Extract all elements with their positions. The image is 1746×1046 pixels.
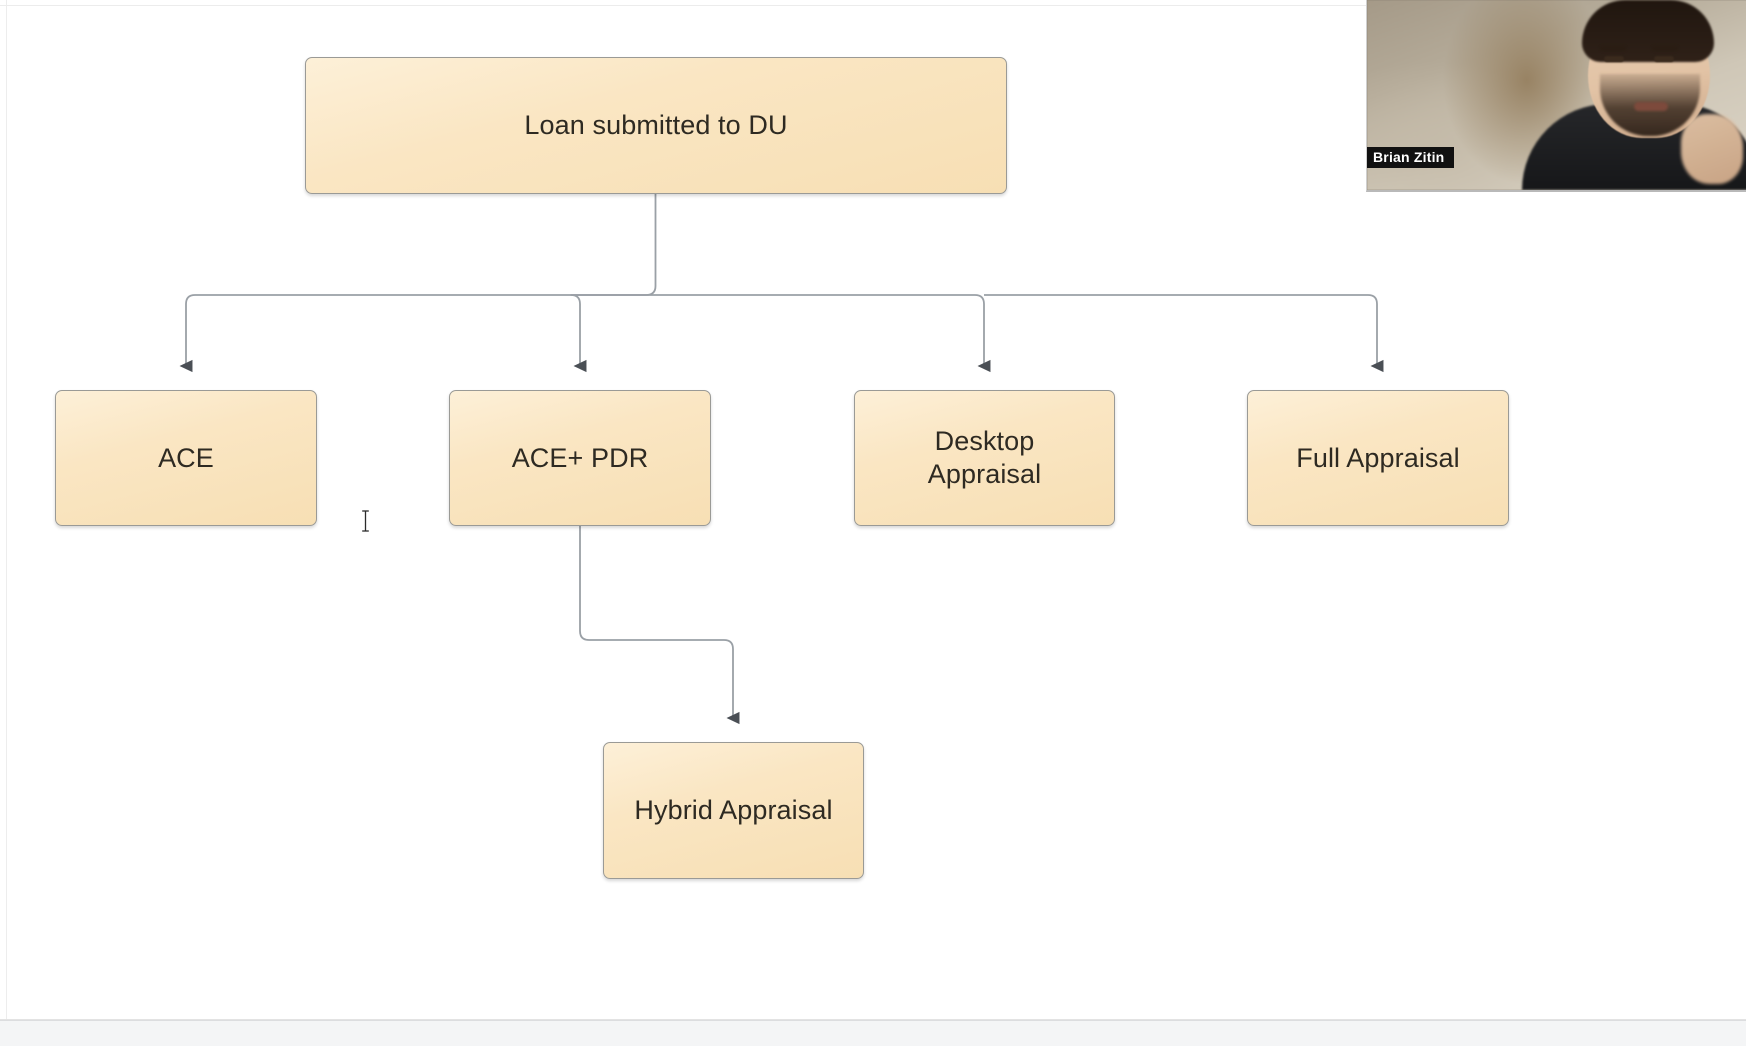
flow-node-ace[interactable]: ACE [55, 390, 317, 526]
video-participant-name: Brian Zitin [1367, 146, 1455, 168]
flow-node-label: Hybrid Appraisal [634, 795, 833, 826]
video-person-eye-left [1604, 56, 1624, 62]
flow-node-label: Desktop Appraisal [927, 426, 1042, 489]
edge-root-to-ace [179, 294, 646, 373]
video-person-eyebrow-right [1652, 46, 1678, 51]
video-person-eyebrow-left [1600, 46, 1626, 51]
flow-node-label: Full Appraisal [1296, 442, 1460, 473]
video-person-hand [1681, 114, 1743, 184]
flow-node-label: ACE [158, 442, 214, 473]
bottom-strip [0, 1020, 1746, 1046]
page-edge-top [0, 5, 1366, 6]
edge-acepdr-to-hybrid [579, 526, 740, 725]
flow-node-loan-submitted-to-du[interactable]: Loan submitted to DU [305, 57, 1007, 194]
edge-root-to-desktop [655, 294, 991, 373]
flow-node-ace-plus-pdr[interactable]: ACE+ PDR [449, 390, 711, 526]
edge-root-stem [645, 194, 657, 296]
video-person-hair [1582, 0, 1714, 62]
flow-node-desktop-appraisal[interactable]: Desktop Appraisal [854, 390, 1115, 526]
text-ibeam-cursor-icon [362, 510, 369, 532]
video-person-eye-right [1654, 56, 1674, 62]
flow-node-hybrid-appraisal[interactable]: Hybrid Appraisal [603, 742, 864, 879]
edge-root-to-full [984, 294, 1384, 373]
video-person-mouth [1634, 102, 1668, 111]
flow-node-label: Loan submitted to DU [524, 110, 788, 141]
page-edge-left [6, 0, 7, 1020]
bottom-strip-divider [0, 1020, 1746, 1021]
flow-node-full-appraisal[interactable]: Full Appraisal [1247, 390, 1509, 526]
edge-root-to-acepdr [570, 294, 656, 373]
flow-node-label: ACE+ PDR [511, 442, 649, 473]
video-participant-tile[interactable]: Brian Zitin [1366, 0, 1746, 192]
